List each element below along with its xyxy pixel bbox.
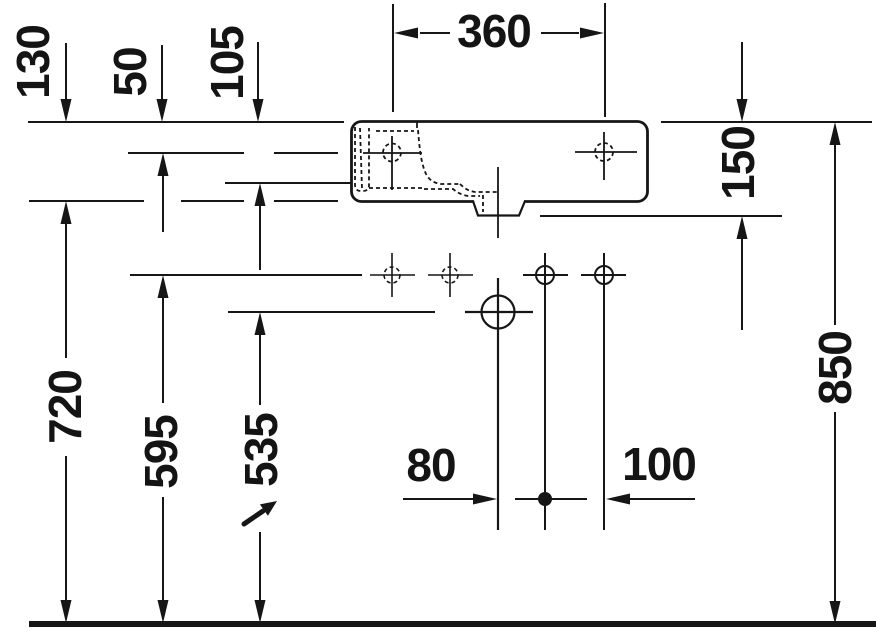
dimension-dot [538,492,552,506]
arrow-up-535 [254,312,266,335]
arrow-down-130 [60,99,72,122]
hole-solid-2-circle [594,265,614,285]
washbasin [350,120,649,238]
hole-dashed-2-circle [441,266,459,284]
hole-dashed-2-cross [428,253,473,297]
wall-holes [370,253,626,530]
faucet-hole-left-circle [382,142,402,163]
dim-label-80: 80 [406,439,456,491]
dim-label-595: 595 [135,415,187,489]
arrow-down-105 [252,99,264,122]
hole-dashed-1-circle [383,266,401,284]
arrow-up-720 [60,201,72,224]
reference-lines [28,121,872,500]
arrow-floor-850 [829,601,841,624]
diagonal-pointer-shaft [241,508,266,527]
hole-solid-1-cross [523,253,568,530]
drain-hole [465,278,533,530]
dim-label-535: 535 [235,413,287,487]
dimension-line-shafts [65,3,836,602]
arrowheads [60,27,841,624]
dim-label-130: 130 [7,25,59,99]
arrow-left-100 [606,493,630,505]
dim-label-100: 100 [622,438,697,490]
faucet-hole-right-circle [594,142,614,162]
hole-solid-1-circle [535,265,555,285]
hole-solid-2-cross [581,253,626,530]
dim-label-50: 50 [104,47,156,97]
drain-hole-circle [480,294,516,330]
arrow-right-80 [473,493,497,505]
bowl-bottom-lower [424,188,480,197]
hole-dashed-1-cross [370,253,415,297]
arrow-floor-720 [60,600,72,623]
dim-label-850: 850 [809,331,861,405]
bowl-hidden-lines [354,127,497,212]
hole-dashed-2 [428,253,473,297]
faucet-holes [363,132,637,190]
dim-label-105: 105 [201,26,253,100]
drain-outlet-protrusion [471,200,527,217]
arrow-floor-595 [157,600,169,623]
arrow-up-150 [736,216,748,239]
arrow-up-50 [157,153,169,176]
drain-hole-cross [465,278,533,530]
hole-solid-1 [523,253,568,530]
hole-solid-2 [581,253,626,530]
arrow-down-150 [736,99,748,122]
floor-line [29,621,876,627]
hole-dashed-1 [370,253,415,297]
arrow-right-360 [580,27,604,39]
arrow-down-50 [156,99,168,122]
arrow-up-595 [157,275,169,298]
faucet-hole-right-cross [575,132,637,180]
diagonal-pointer-arrow [241,501,277,527]
arrow-left-360 [394,27,418,39]
arrow-up-105 [254,183,266,206]
bowl-bottom-upper [459,183,497,193]
dim-label-150: 150 [712,126,764,200]
bowl-right-wall [417,129,460,185]
bowl-left-channel-mid [359,127,363,190]
diagonal-pointer-head [259,501,277,516]
arrow-floor-535 [254,600,266,623]
arrow-up-850 [829,122,841,145]
dim-label-360: 360 [457,5,532,57]
dim-label-720: 720 [39,370,91,444]
faucet-hole-left-cross [363,136,422,190]
